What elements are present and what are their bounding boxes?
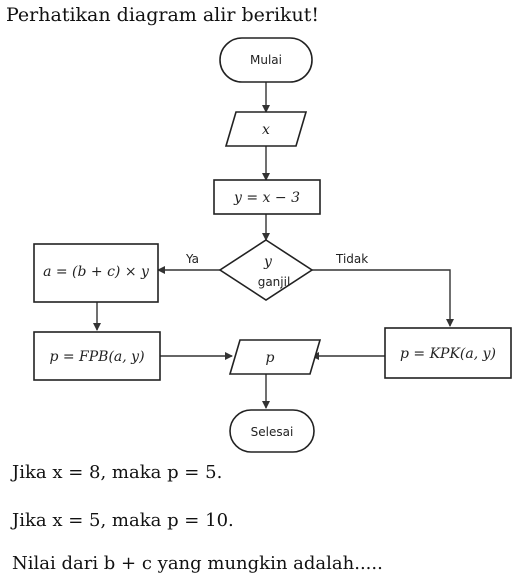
- decision-diamond: [218, 239, 314, 301]
- process-a-label: a = (b + c) × y: [43, 264, 150, 280]
- question-3: Nilai dari b + c yang mungkin adalah....…: [12, 553, 383, 574]
- yes-label: Ya: [185, 252, 199, 266]
- start-label: Mulai: [250, 53, 282, 67]
- process-a-box: [33, 243, 159, 303]
- end-terminal: [229, 409, 315, 453]
- end-label: Selesai: [251, 425, 294, 439]
- output-label: p: [266, 350, 275, 366]
- start-terminal: [219, 37, 313, 83]
- decision-label-top: y: [263, 254, 273, 270]
- input-label: x: [262, 122, 270, 138]
- no-label: Tidak: [335, 252, 368, 266]
- process-fpb-box: [33, 331, 161, 381]
- input-parallelogram: [224, 111, 308, 147]
- question-1: Jika x = 8, maka p = 5.: [12, 462, 223, 483]
- process-fpb-label: p = FPB(a, y): [49, 349, 144, 365]
- instruction-text: Perhatikan diagram alir berikut!: [6, 4, 320, 26]
- process-kpk-box: [384, 327, 512, 379]
- question-2: Jika x = 5, maka p = 10.: [12, 510, 234, 531]
- process-y-label: y = x − 3: [233, 190, 300, 206]
- process-kpk-label: p = KPK(a, y): [400, 346, 496, 362]
- process-y-box: [213, 179, 321, 215]
- decision-label-bottom: ganjil: [258, 275, 291, 289]
- arrow-decision-no: [312, 269, 454, 327]
- output-parallelogram: [228, 339, 322, 375]
